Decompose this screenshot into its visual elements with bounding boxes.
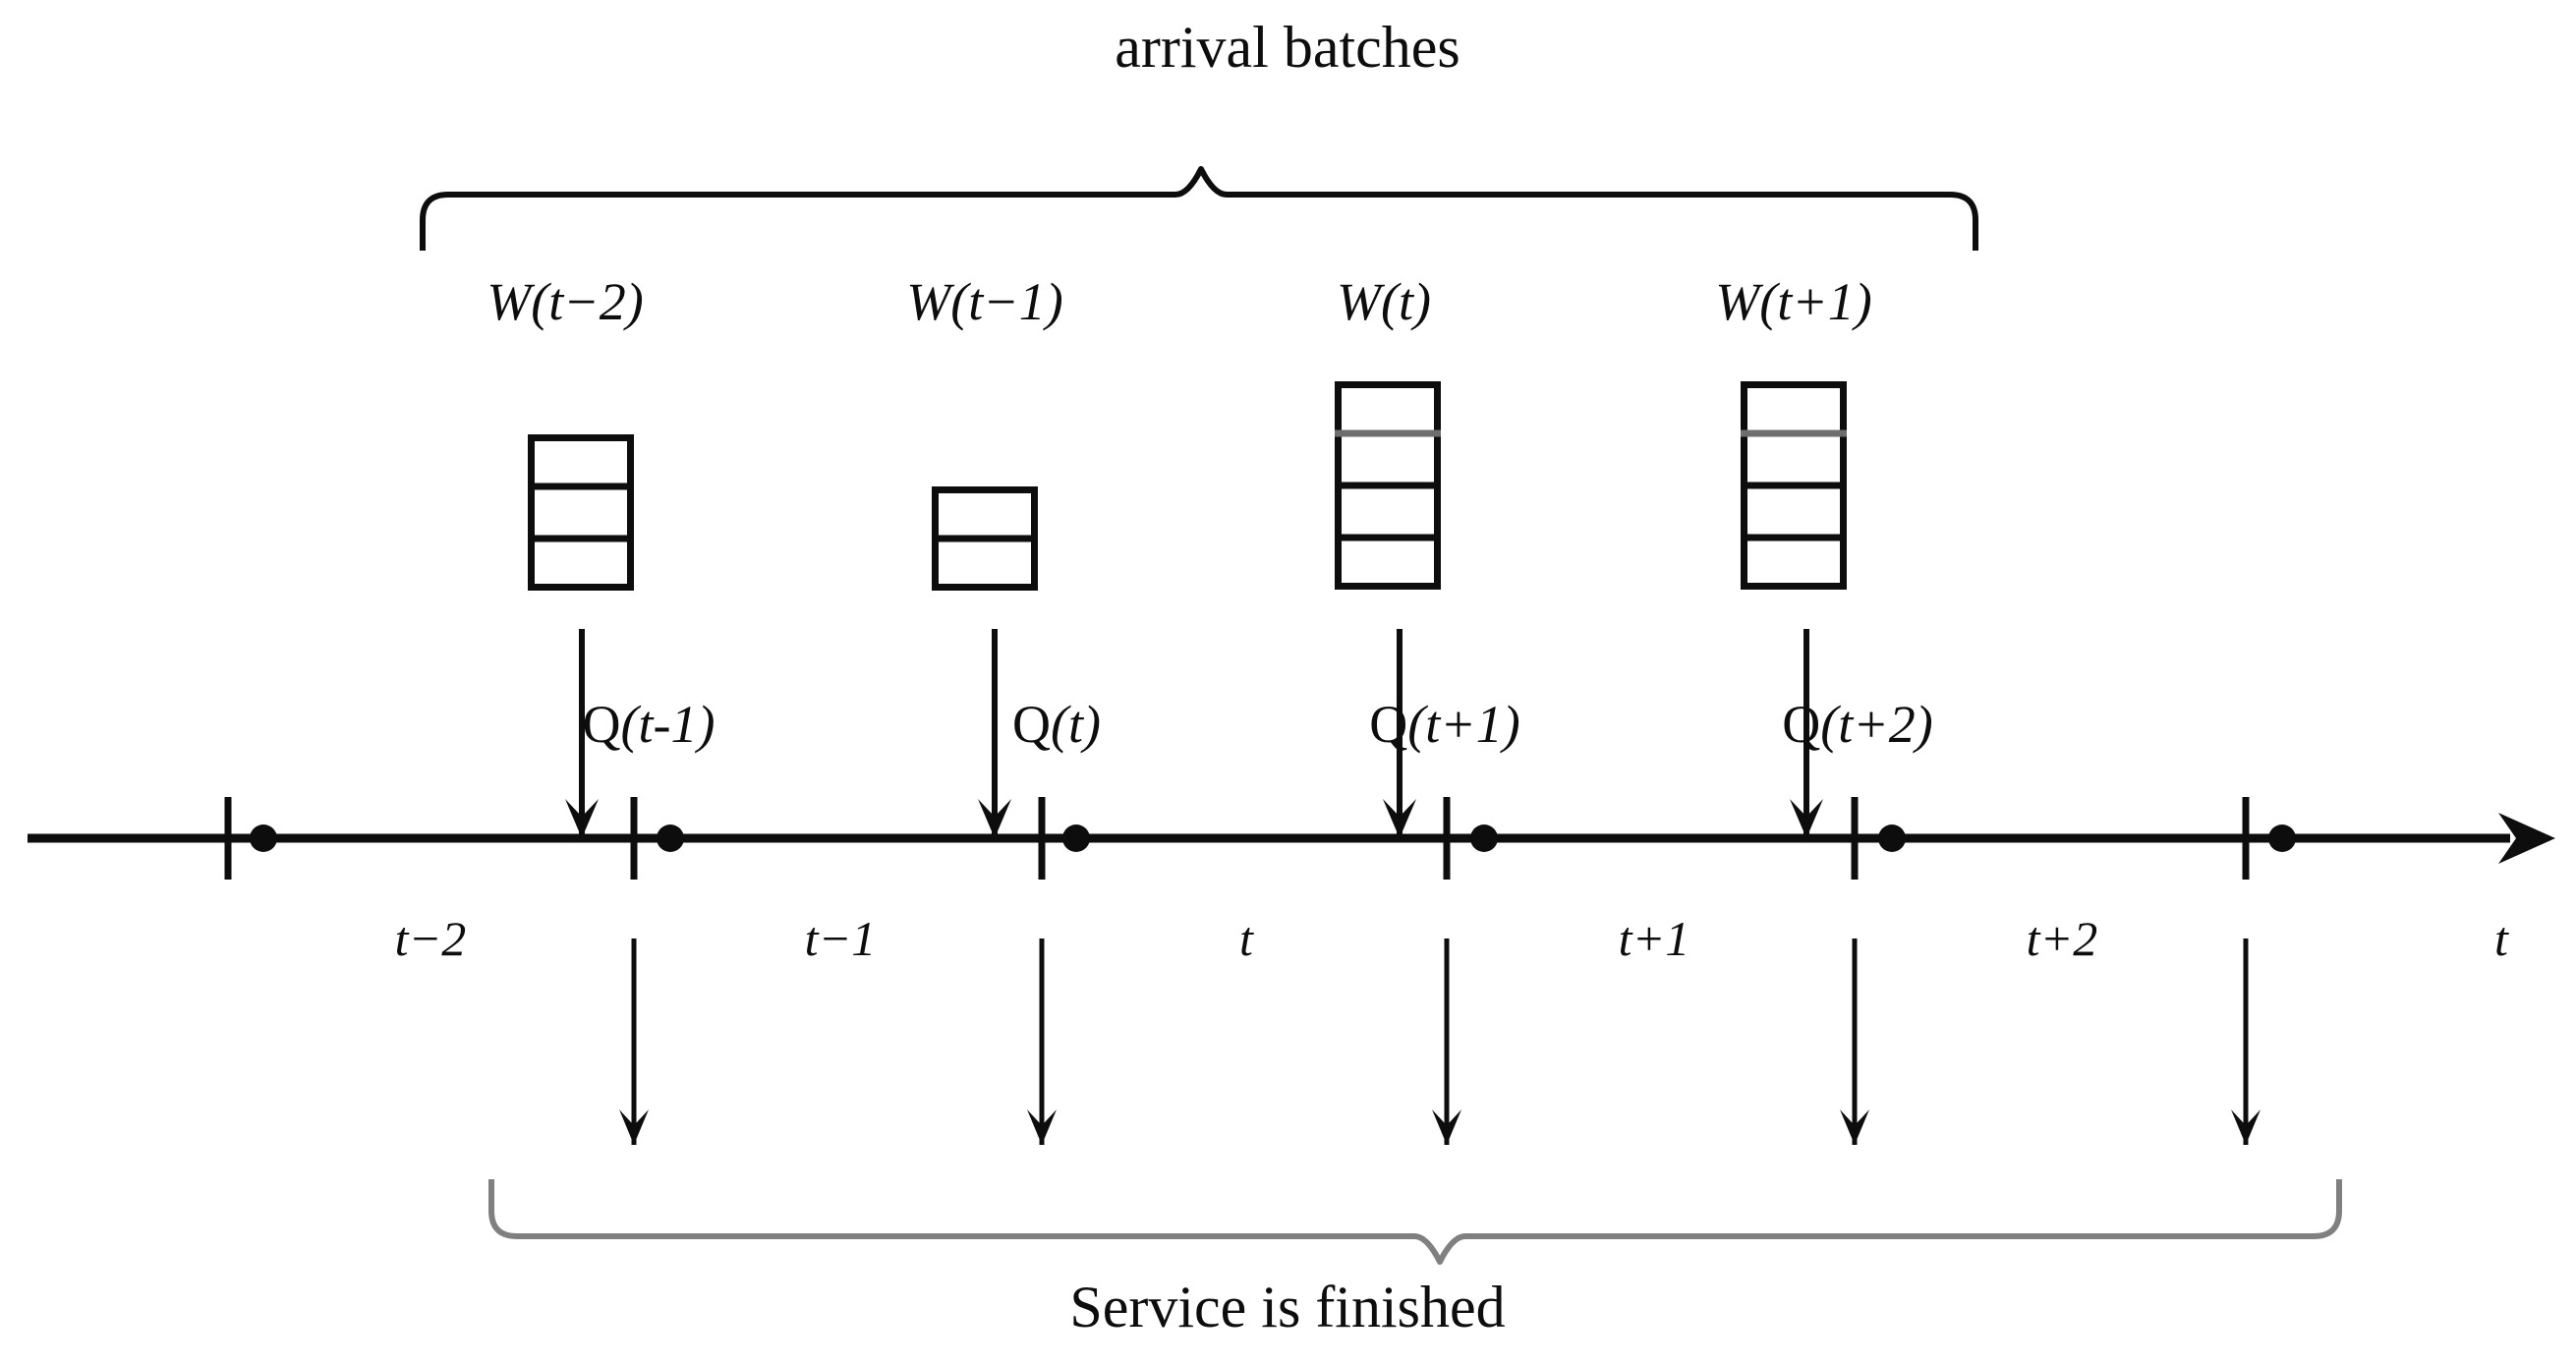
- arrival-batches-caption: arrival batches: [1115, 15, 1460, 80]
- axis-dot-1: [657, 825, 684, 852]
- axis-dot-2: [1062, 825, 1090, 852]
- axis-interval-label-0: t−2: [394, 911, 467, 966]
- batch-label-argument: (t+1): [1759, 272, 1872, 331]
- batch-label-argument: (t−2): [531, 272, 644, 331]
- axis-dot-5: [2268, 825, 2296, 852]
- queue-label-symbol: Q: [1369, 695, 1408, 754]
- axis-dot-4: [1878, 825, 1906, 852]
- service-arrow-head-1: [1027, 1109, 1057, 1145]
- queue-label-argument: (t-1): [620, 695, 716, 754]
- queue-label-argument: (t+1): [1407, 695, 1520, 754]
- arrival-arrow-head-W(t-1): [978, 799, 1011, 838]
- axis-interval-label-3: t+1: [1618, 911, 1690, 966]
- service-arrow-head-2: [1432, 1109, 1461, 1145]
- service-arrow-head-3: [1840, 1109, 1869, 1145]
- batch-label-symbol: W: [487, 272, 532, 331]
- service-finished-caption: Service is finished: [1069, 1275, 1506, 1339]
- arrival-arrow-head-W(t+1): [1790, 799, 1823, 838]
- batch-stack-W(t-2): [528, 434, 634, 591]
- batch-label-W(t-2): W(t−2): [487, 275, 643, 328]
- service-departure-arrows: [619, 938, 2261, 1145]
- bottom-brace: [488, 1179, 2342, 1265]
- axis-interval-label-1: t−1: [804, 911, 877, 966]
- axis-arrowhead: [2498, 813, 2555, 864]
- batch-label-W(t+1): W(t+1): [1715, 275, 1871, 328]
- queue-label-symbol: Q: [1782, 695, 1821, 754]
- axis-interval-label-4: t+2: [2026, 911, 2098, 966]
- arrival-arrow-head-W(t): [1383, 799, 1416, 838]
- axis-dot-0: [250, 825, 277, 852]
- batch-label-W(t): W(t): [1337, 275, 1431, 328]
- batch-label-W(t-1): W(t−1): [906, 275, 1062, 328]
- batch-label-symbol: W: [906, 272, 951, 331]
- batch-label-argument: (t−1): [950, 272, 1063, 331]
- batch-label-argument: (t): [1381, 272, 1431, 331]
- queue-label-Q(t): Q(t): [1012, 698, 1101, 751]
- queue-label-symbol: Q: [1012, 695, 1052, 754]
- queue-label-Q(t-1): Q(t-1): [583, 698, 716, 751]
- queue-label-argument: (t): [1051, 695, 1101, 754]
- queue-label-Q(t+2): Q(t+2): [1782, 698, 1932, 751]
- batch-label-symbol: W: [1715, 272, 1760, 331]
- bottom-brace-path: [488, 1179, 2342, 1265]
- axis-dot-3: [1470, 825, 1498, 852]
- top-brace: [420, 166, 1978, 251]
- queue-label-Q(t+1): Q(t+1): [1369, 698, 1519, 751]
- time-axis: [28, 797, 2555, 880]
- axis-interval-label-2: t: [1239, 911, 1253, 966]
- service-arrow-head-4: [2231, 1109, 2261, 1145]
- batch-arrival-arrows: [565, 629, 1823, 838]
- queue-label-symbol: Q: [582, 695, 621, 754]
- top-brace-path: [420, 166, 1978, 251]
- queue-label-argument: (t+2): [1820, 695, 1933, 754]
- arrival-arrow-head-W(t-2): [565, 799, 599, 838]
- batch-box-stacks: [528, 381, 1847, 591]
- batch-label-symbol: W: [1337, 272, 1382, 331]
- axis-variable-label: t: [2494, 911, 2508, 966]
- service-arrow-head-0: [619, 1109, 649, 1145]
